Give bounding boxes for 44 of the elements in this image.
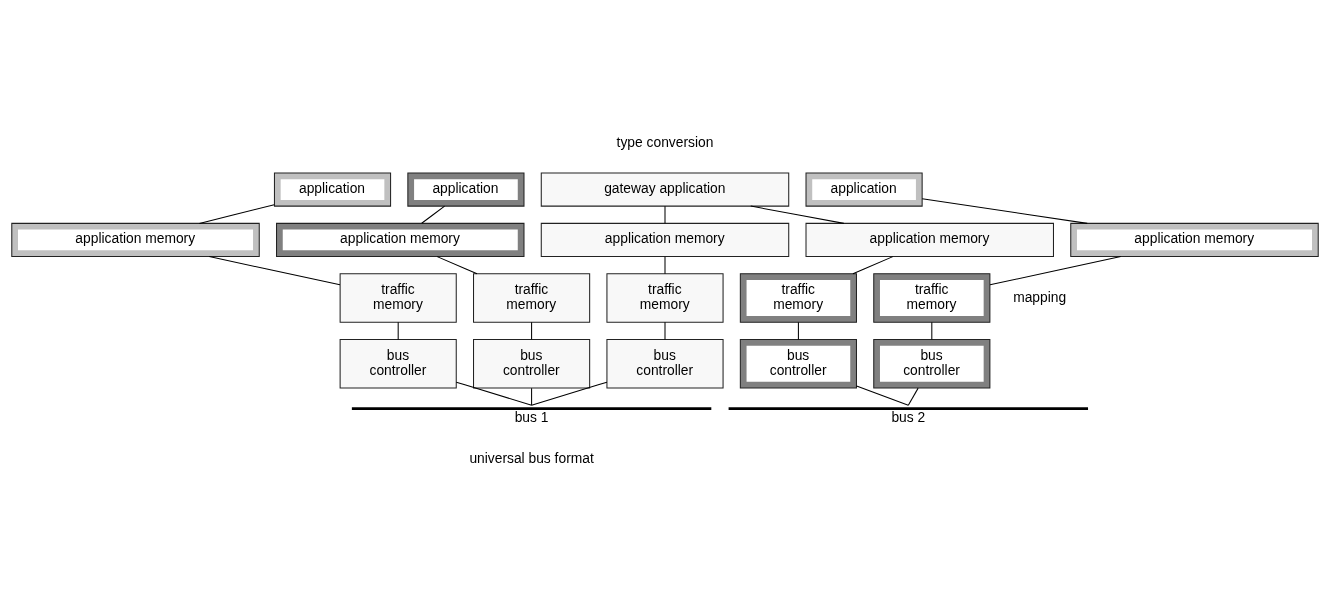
connector	[797, 321, 799, 340]
connector	[531, 387, 533, 406]
node-box: bus controller	[339, 339, 457, 389]
connector	[921, 198, 1088, 224]
connector	[531, 321, 533, 340]
connector	[531, 381, 608, 406]
node-box: application	[805, 172, 923, 207]
connector	[198, 204, 275, 224]
connector	[989, 256, 1122, 286]
node-box: gateway application	[540, 172, 790, 207]
label: type conversion	[616, 133, 714, 150]
node-box: application memory	[805, 222, 1054, 258]
connector	[397, 321, 399, 340]
connector	[208, 256, 341, 286]
node-label: bus 2	[891, 409, 926, 426]
connector	[664, 321, 666, 340]
label: universal bus format	[469, 450, 594, 467]
connector	[664, 205, 666, 224]
connector	[455, 381, 533, 406]
node-box: application memory	[11, 222, 260, 258]
node-box: bus controller	[873, 339, 991, 389]
node-box: traffic memory	[339, 273, 457, 323]
node-label: bus 1	[514, 409, 549, 426]
node-box: traffic memory	[606, 273, 724, 323]
node-box: application memory	[1070, 222, 1319, 258]
node-box: bus controller	[473, 339, 591, 389]
node-box: application memory	[276, 222, 525, 258]
node-box: bus controller	[606, 339, 724, 389]
node-box: application memory	[540, 222, 790, 258]
node-box: traffic memory	[873, 273, 991, 323]
node-box: traffic memory	[739, 273, 857, 323]
label: mapping	[1013, 288, 1067, 305]
connector	[664, 256, 666, 275]
node-bar	[728, 407, 1089, 410]
node-bar	[351, 407, 712, 410]
connector	[907, 387, 919, 406]
connector	[436, 256, 478, 275]
connector	[421, 205, 446, 224]
connector	[931, 321, 933, 340]
node-box: bus controller	[739, 339, 857, 389]
node-box: application	[273, 172, 392, 207]
node-box: application	[407, 172, 525, 207]
connector	[856, 385, 909, 406]
node-box: traffic memory	[473, 273, 591, 323]
